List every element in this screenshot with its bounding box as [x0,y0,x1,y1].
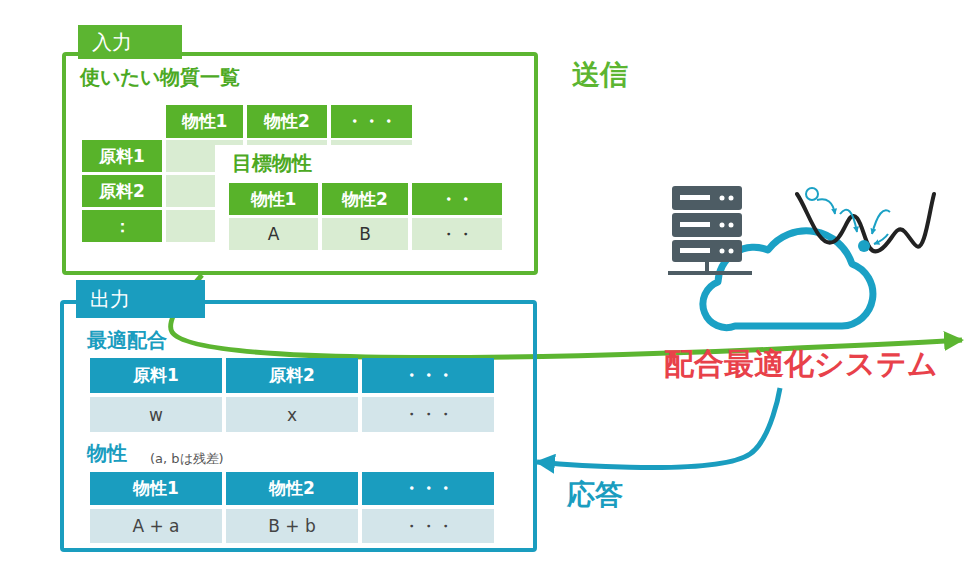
energy-landscape-part [840,210,857,232]
flow-arrow [537,388,780,468]
table-data-cell: w [90,397,222,432]
server-icon-part [668,271,752,275]
box-heading: 目標物性 [232,150,312,177]
optimization-system: 配合最適化システム [640,178,962,388]
table-header-cell: 原料1 [82,140,162,172]
table-header-cell: ・・ [412,183,502,215]
panel-tab: 入力 [78,25,182,59]
edge-label: 応答 [567,476,623,514]
server-icon-part [729,196,734,201]
energy-landscape-part [797,194,934,251]
table-data-cell: B + b [226,509,358,543]
energy-landscape-part [874,234,888,244]
table-data-cell: ・・ [412,218,502,250]
server-icon-part [680,195,710,200]
panel-heading: 最適配合 [87,327,167,354]
energy-landscape-part [858,240,870,252]
server-icon-part [680,248,710,253]
table-header-cell: 物性2 [322,183,408,215]
table-header-cell: 物性2 [226,472,358,505]
system-name: 配合最適化システム [640,344,962,385]
table-header-cell: ・・・ [362,358,494,393]
note-text: (a, bは残差) [150,450,224,468]
server-icon-part [672,240,742,262]
server-icon-part [680,222,710,227]
table-data-cell: ・・・ [362,509,494,543]
flow-arrow [171,275,962,358]
table-header-cell: ： [82,210,162,242]
edge-label: 送信 [572,56,628,94]
server-icon-part [720,249,725,254]
server-icon-part [720,223,725,228]
table-data-cell: B [322,218,408,250]
table-header-cell: 原料2 [82,175,162,207]
table-data-cell: A [229,218,318,250]
energy-landscape-part [872,210,890,234]
server-icon-part [672,186,742,210]
table-data-cell: ・・・ [362,397,494,432]
table-header-cell: 物性1 [166,105,243,138]
table-header-cell: ・・・ [362,472,494,505]
server-icon [668,186,752,273]
panel-tab: 出力 [76,280,205,318]
server-icon-part [672,213,742,237]
table-header-cell: 原料2 [226,358,358,393]
table-header-cell: 物性1 [229,183,318,215]
panel-heading: 使いたい物質一覧 [80,64,240,91]
table-data-cell: x [226,397,358,432]
panel-heading: 物性 [87,440,127,467]
table-data-cell: A + a [90,509,222,543]
server-icon-part [729,249,734,254]
server-icon-part [720,196,725,201]
table-header-cell: ・・・ [331,105,412,138]
table-header-cell: 物性1 [90,472,222,505]
table-header-cell: 原料1 [90,358,222,393]
energy-landscape-part [817,199,835,214]
table-header-cell: 物性2 [247,105,327,138]
energy-landscape [797,188,934,252]
server-icon-part [729,223,734,228]
energy-landscape-part [806,188,818,200]
